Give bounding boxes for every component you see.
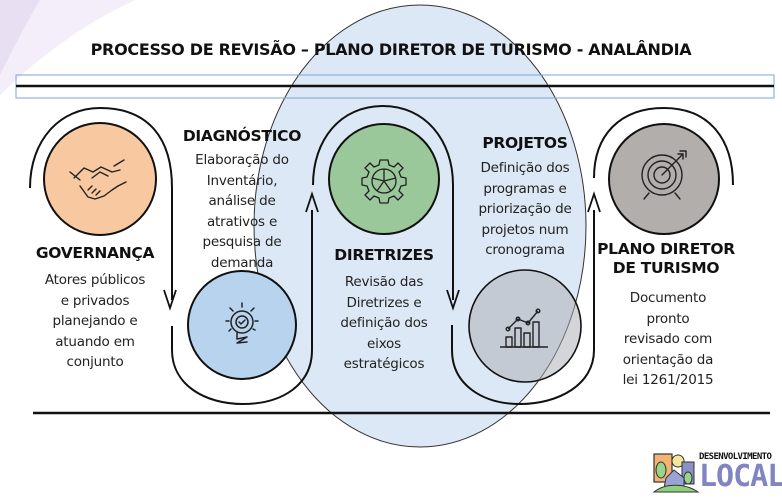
description-line: Documento [629, 290, 707, 306]
target-arrow-icon [641, 150, 687, 200]
step-heading-diretrizes: DIRETRIZES [334, 246, 434, 264]
step-heading-plano: PLANO DIRETOR DE TURISMO [596, 240, 736, 278]
step-description-diretrizes: Revisão das Diretrizes e definição dos e… [314, 272, 454, 375]
description-line: pronto [646, 310, 690, 327]
logo-big-text: LOCAL [699, 459, 782, 494]
logo-graphic [652, 453, 700, 493]
step-description-governanca: Atores públicos e privados planejando e … [20, 270, 170, 373]
description-line: estratégicos [343, 356, 425, 372]
step-circle-projetos [468, 269, 582, 383]
step-heading-projetos: PROJETOS [482, 134, 568, 152]
description-line: Diretrizes e [346, 294, 422, 311]
description-line: definição dos [340, 315, 428, 331]
heading-line: DE TURISMO [612, 259, 720, 277]
description-line: Elaboração do [195, 152, 289, 168]
description-line: análise de [208, 193, 276, 209]
description-line: Revisão das [344, 274, 424, 290]
step-heading-diagnostico: DIAGNÓSTICO [182, 127, 302, 145]
arrow-down-icon [163, 289, 177, 311]
step-heading-governanca: GOVERNANÇA [35, 244, 155, 262]
flow-arc-plano [593, 106, 734, 186]
heading-line: PLANO DIRETOR [597, 240, 735, 258]
corner-decoration-light [0, 0, 135, 95]
description-line: conjunto [66, 354, 124, 370]
description-line: Atores públicos [44, 272, 146, 288]
gear-icon [361, 159, 407, 204]
step-description-plano: Documento pronto revisado com orientação… [598, 288, 738, 391]
flow-arc-diretrizes [312, 104, 454, 300]
step-circle-governanca [43, 122, 157, 236]
description-line: programas e [483, 180, 567, 197]
step-description-diagnostico: Elaboração do Inventário, análise de atr… [172, 150, 312, 273]
logo-small-text: DESENVOLVIMENTO [699, 452, 772, 462]
logo: DESENVOLVIMENTO LOCAL [699, 452, 782, 492]
description-line: lei 1261/2015 [622, 372, 714, 388]
description-line: cronograma [485, 242, 565, 258]
description-line: orientação da [622, 351, 714, 368]
description-line: Definição dos [480, 160, 570, 176]
flow-arc-governanca [29, 106, 173, 300]
description-line: demanda [210, 254, 274, 271]
description-line: atrativos e [206, 213, 278, 230]
handshake-icon [69, 159, 127, 200]
arrow-up-icon [587, 191, 601, 213]
step-circle-diagnostico [187, 270, 297, 380]
description-line: revisado com [623, 331, 713, 347]
page-title: PROCESSO DE REVISÃO – PLANO DIRETOR DE T… [90, 40, 692, 59]
description-line: e privados [60, 292, 130, 309]
description-line: eixos [367, 335, 401, 352]
lightbulb-check-icon [225, 302, 259, 344]
description-line: Inventário, [206, 172, 278, 189]
description-line: pesquisa de [202, 234, 282, 250]
arrow-down-icon [446, 289, 460, 311]
bar-chart-trend-icon [500, 308, 548, 348]
flow-arc-projetos [451, 210, 595, 406]
description-line: planejando e [52, 313, 138, 329]
description-line: atuando em [55, 333, 135, 350]
step-description-projetos: Definição dos programas e priorização de… [455, 158, 595, 261]
arrow-up-icon [305, 191, 319, 213]
step-circle-plano [608, 123, 720, 235]
description-line: projetos num [481, 221, 569, 238]
flow-arc-diagnostico [171, 210, 313, 406]
description-line: priorização de [478, 201, 572, 217]
